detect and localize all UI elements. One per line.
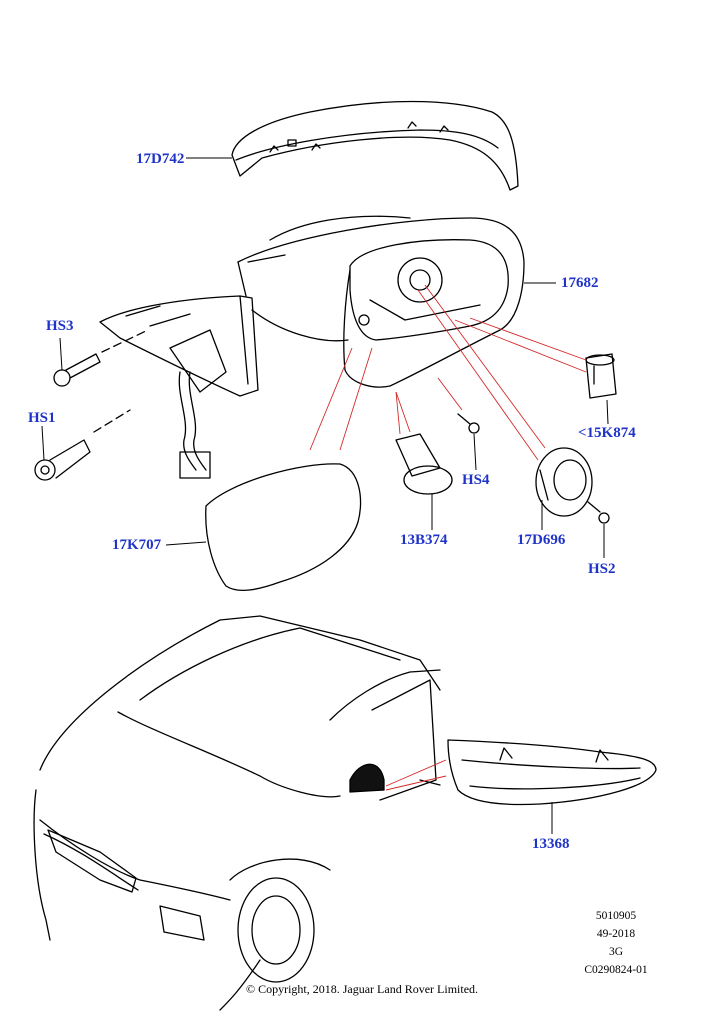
copyright-notice: © Copyright, 2018. Jaguar Land Rover Lim…: [245, 982, 479, 996]
highlight-line: [469, 317, 587, 361]
reference-code: C0290824-01: [584, 964, 648, 976]
highlight-line: [385, 759, 447, 787]
reference-variant: 3G: [608, 946, 624, 958]
vehicle-illustration: [33, 615, 441, 1011]
highlight-line: [417, 289, 539, 461]
highlight-line: [395, 391, 401, 435]
highlight-line: [437, 377, 463, 411]
puddle-lamp: [395, 433, 453, 495]
reference-date: 49-2018: [596, 928, 636, 940]
callout-15K874: <15K874: [578, 425, 636, 441]
callout-17682: 17682: [561, 275, 599, 291]
highlight-line: [385, 775, 447, 791]
leader-15K874: [606, 399, 609, 425]
hs1-screw: [34, 409, 131, 481]
mirror-base-arm: [99, 295, 349, 479]
callout-HS4: HS4: [462, 472, 490, 488]
callout-17D742: 17D742: [136, 151, 185, 167]
callout-17K707: 17K707: [112, 537, 162, 553]
hs2-screw: [587, 501, 610, 524]
mirror-glass: [205, 463, 362, 592]
callout-leaders: [41, 157, 609, 834]
highlight-line: [309, 347, 353, 451]
callout-HS3: HS3: [46, 318, 74, 334]
hs4-screw: [457, 413, 480, 434]
highlight-line: [395, 391, 411, 433]
callout-17D696: 17D696: [517, 532, 566, 548]
leader-HS4: [473, 433, 477, 471]
highlight-lines: [309, 284, 587, 791]
mirror-housing: [237, 215, 525, 388]
turn-indicator-lamp: [447, 739, 657, 806]
mirror-motor: [535, 447, 593, 517]
leader-HS3: [59, 337, 63, 371]
highlight-line: [339, 347, 373, 451]
clip-part: [585, 353, 617, 399]
callout-HS2: HS2: [588, 561, 616, 577]
highlight-line: [454, 319, 587, 373]
leader-17K707: [165, 541, 207, 546]
leader-HS1: [41, 425, 45, 461]
callout-HS1: HS1: [28, 410, 56, 426]
mirror-cap-cover: [231, 100, 519, 191]
callout-13B374: 13B374: [400, 532, 448, 548]
hs3-screw: [53, 329, 149, 387]
callout-13368: 13368: [532, 836, 570, 852]
reference-number: 5010905: [595, 910, 637, 922]
highlight-line: [424, 284, 546, 449]
